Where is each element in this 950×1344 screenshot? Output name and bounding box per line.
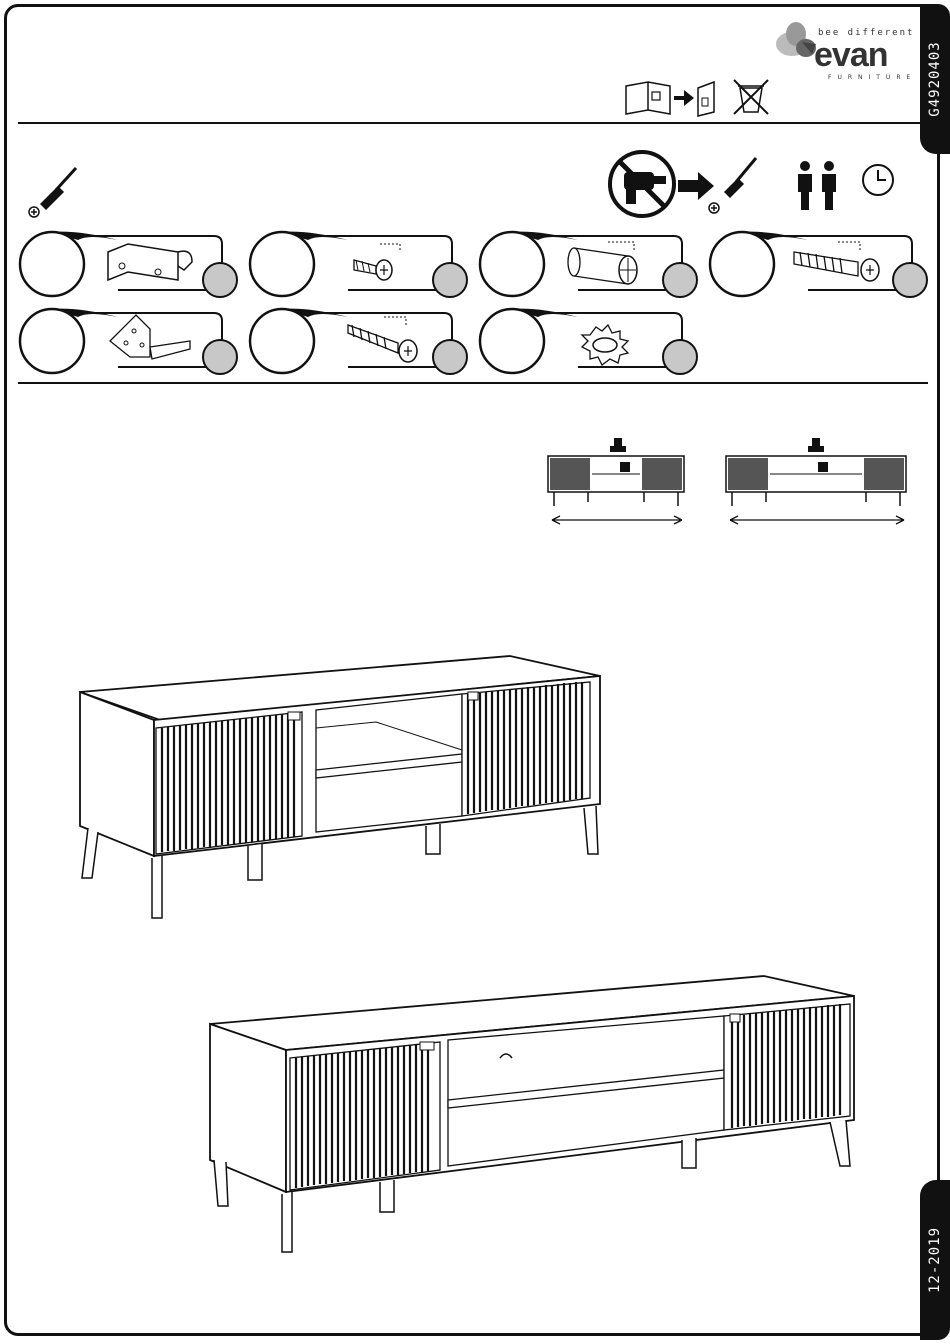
long-screw-icon: [348, 317, 417, 362]
dowel-icon: [568, 242, 637, 284]
wall-plug-icon: [794, 242, 879, 281]
tv-unit-large-icon: [722, 436, 910, 526]
manual-to-binder-icon: [622, 78, 722, 118]
no-disposal-icon: [730, 76, 772, 118]
header-divider: [18, 122, 928, 124]
part-card-6: [248, 307, 468, 375]
parts-divider: [18, 382, 928, 384]
document-date: 12-2019: [927, 1227, 943, 1293]
bracket-icon: [108, 244, 192, 280]
brand-subtitle: FURNITURE: [828, 74, 916, 81]
bee-icon: [772, 18, 820, 64]
screwdriver-icon: [26, 164, 82, 220]
short-screw-icon: [354, 244, 400, 280]
document-code: G4920403: [927, 41, 943, 116]
document-date-tab: 12-2019: [920, 1180, 950, 1340]
part-card-2: [248, 230, 468, 298]
tv-unit-small-icon: [544, 436, 688, 526]
part-card-4: [708, 230, 928, 298]
two-persons-icon: [794, 160, 840, 212]
tv-unit-large-drawing: [204, 970, 864, 1260]
no-power-tools-icon: [606, 150, 766, 220]
part-card-3: [478, 230, 698, 298]
part-card-7: [478, 307, 698, 375]
angle-leg-plate-icon: [110, 315, 190, 359]
clock-icon: [860, 162, 896, 198]
star-washer-icon: [582, 325, 628, 365]
document-code-tab: G4920403: [920, 4, 950, 154]
part-card-1: [18, 230, 238, 298]
brand-name: evan: [814, 36, 888, 75]
brand-logo: bee different evan FURNITURE: [772, 14, 922, 82]
part-card-5: [18, 307, 238, 375]
tv-unit-small-drawing: [70, 650, 610, 930]
